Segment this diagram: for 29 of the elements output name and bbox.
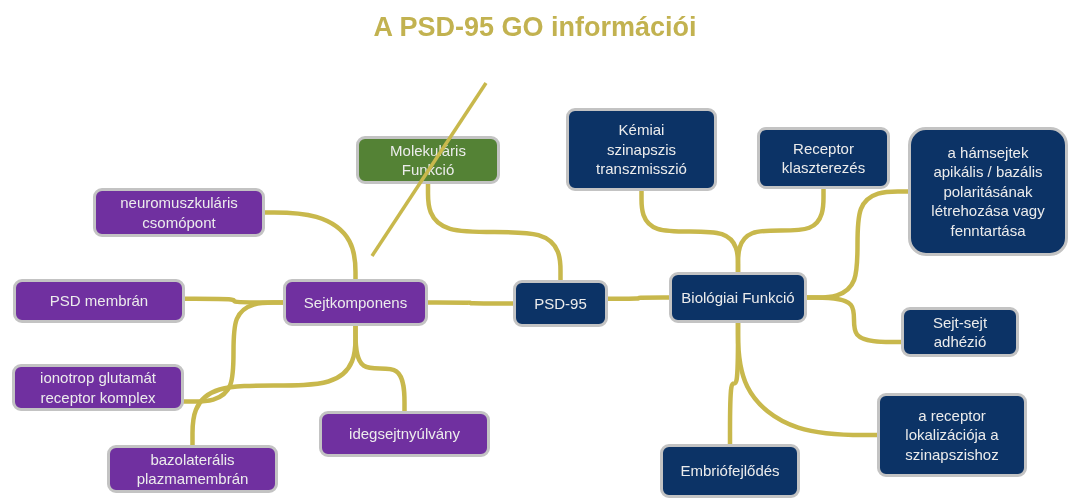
- node-label: neuromuszkuláris csomópont: [119, 193, 239, 232]
- node-label: PSD-95: [534, 293, 587, 314]
- node-label: Embriófejlődés: [680, 461, 780, 481]
- node-label: Sejtkomponens: [303, 292, 408, 313]
- node-label: ionotrop glutamát receptor komplex: [39, 368, 157, 407]
- node-label: a hámsejtek apikális / bazális polaritásának létrehozása vagy fenntartása: [930, 142, 1046, 241]
- node-label: Sejt-sejt adhézió: [931, 312, 989, 352]
- topic-box: [908, 127, 1068, 256]
- topic-box: [513, 280, 608, 327]
- topic-box: [283, 279, 428, 326]
- topic-box: [757, 127, 890, 189]
- node-label: Receptor klaszterezés: [780, 138, 867, 178]
- topic-box: [901, 307, 1019, 357]
- topic-box: [877, 393, 1027, 477]
- diagram-title: A PSD-95 GO információi: [372, 12, 698, 43]
- topic-box: [319, 411, 490, 457]
- node-label: a receptor lokalizációja a szinapszishoz: [904, 405, 1000, 465]
- node-label: Biológiai Funkció: [681, 287, 795, 308]
- topic-box: [660, 444, 800, 498]
- topic-box: [669, 272, 807, 323]
- node-label: idegsejtnyúlvány: [349, 424, 460, 444]
- node-label: bazolaterális plazmamembrán: [135, 449, 250, 489]
- topic-box: [107, 445, 278, 493]
- topic-box: [566, 108, 717, 191]
- topic-box: [93, 188, 265, 237]
- topic-box: [12, 364, 184, 411]
- topic-box: [13, 279, 185, 323]
- node-label: Kémiai szinapszis transzmisszió: [595, 120, 688, 179]
- node-label: PSD membrán: [49, 291, 149, 311]
